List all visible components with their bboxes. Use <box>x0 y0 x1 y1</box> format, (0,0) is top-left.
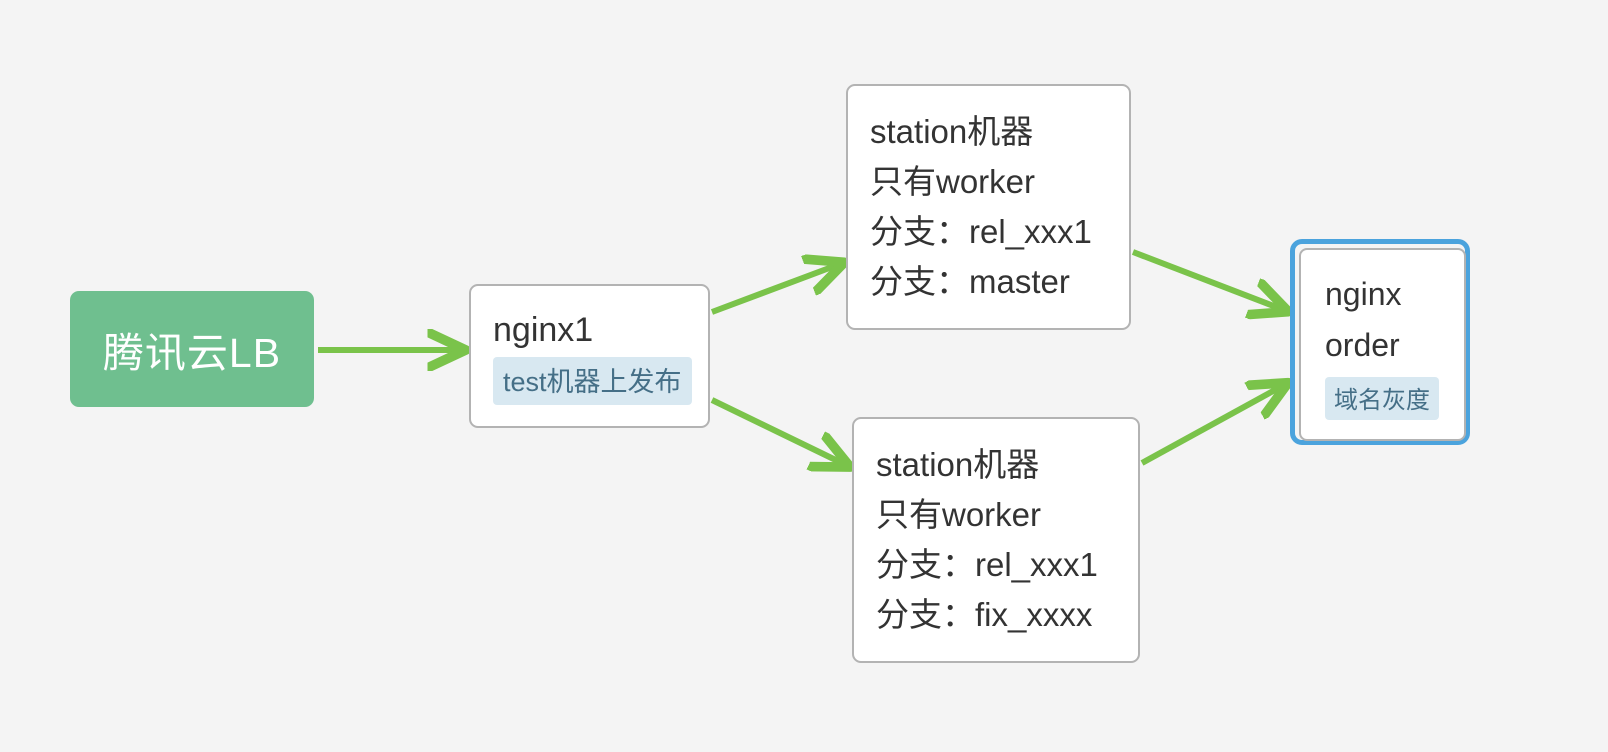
edge-station-bottom-to-order <box>1140 385 1284 466</box>
node-tencent-cloud-lb[interactable]: 腾讯云LB <box>70 291 314 407</box>
edge-station-top-to-order <box>1131 249 1284 310</box>
node-station-top-line-4: 分支：master <box>870 263 1070 300</box>
node-station-bottom[interactable]: station机器 只有worker 分支：rel_xxx1 分支：fix_xx… <box>852 417 1140 663</box>
node-nginx1-title: nginx1 <box>493 311 594 349</box>
node-station-top-line-2: 只有worker <box>870 163 1036 200</box>
node-station-top-line-1: station机器 <box>870 113 1034 150</box>
node-nginx-order[interactable]: nginx order 域名灰度 <box>1299 248 1466 441</box>
node-station-bottom-line-1: station机器 <box>876 446 1040 483</box>
node-station-bottom-line-3: 分支：rel_xxx1 <box>876 546 1098 583</box>
node-nginx-order-selection-outline[interactable]: nginx order 域名灰度 <box>1290 239 1470 445</box>
edge-nginx1-to-station-bottom <box>710 397 846 465</box>
node-order-badge: 域名灰度 <box>1325 377 1439 420</box>
node-station-top-line-3: 分支：rel_xxx1 <box>870 213 1092 250</box>
node-nginx1[interactable]: nginx1 test机器上发布 <box>469 284 710 428</box>
node-station-bottom-line-4: 分支：fix_xxxx <box>876 596 1093 633</box>
node-station-top[interactable]: station机器 只有worker 分支：rel_xxx1 分支：master <box>846 84 1131 330</box>
edge-nginx1-to-station-top <box>710 264 840 315</box>
node-station-bottom-line-2: 只有worker <box>876 496 1042 533</box>
node-order-line-1: nginx <box>1325 276 1402 312</box>
node-lb-label: 腾讯云LB <box>102 330 282 376</box>
node-order-line-2: order <box>1325 327 1400 363</box>
node-nginx1-badge: test机器上发布 <box>493 357 692 405</box>
